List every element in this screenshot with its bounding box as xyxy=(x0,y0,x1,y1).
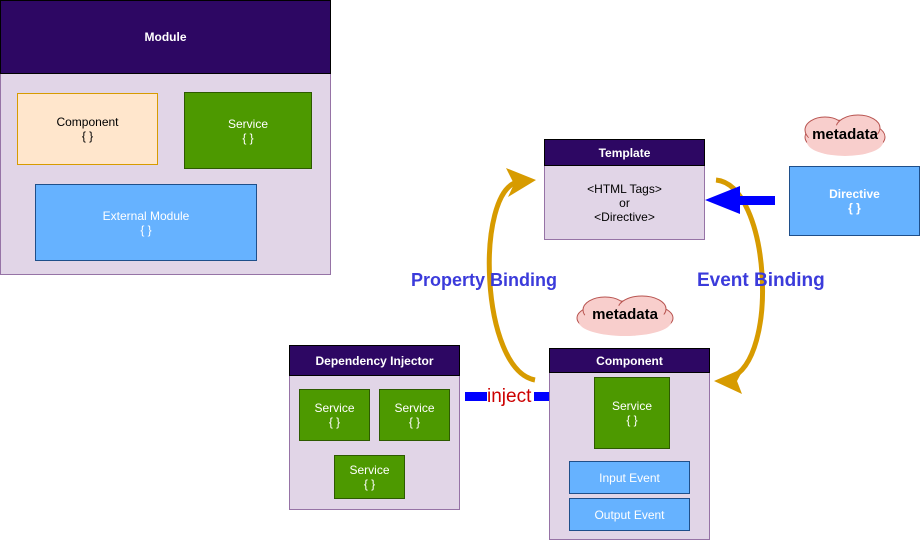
injector-service-1-braces: { } xyxy=(328,415,341,429)
dependency-injector-title: Dependency Injector xyxy=(315,353,434,368)
injector-service-3-label: Service xyxy=(349,463,390,477)
inject-label: inject xyxy=(487,386,532,407)
input-event-label: Input Event xyxy=(599,470,660,485)
module-component-label: Component xyxy=(56,115,119,129)
module-service-label: Service xyxy=(227,116,268,131)
property-binding-label: Property Binding xyxy=(411,270,558,290)
external-module-braces: { } xyxy=(140,222,152,237)
component-service-box[interactable]: Service { } xyxy=(594,377,670,449)
template-line-1: <HTML Tags> xyxy=(587,181,662,196)
injector-service-2-label: Service xyxy=(394,401,435,415)
injector-service-2-braces: { } xyxy=(408,415,421,429)
template-line-2: or xyxy=(619,195,630,210)
template-header: Template xyxy=(544,139,705,166)
external-module-box[interactable]: External Module { } xyxy=(35,184,257,261)
injector-service-3-braces: { } xyxy=(363,477,376,491)
output-event-box[interactable]: Output Event xyxy=(569,498,690,531)
directive-braces: { } xyxy=(848,201,861,215)
metadata-top-label: metadata xyxy=(812,126,878,143)
metadata-mid-label: metadata xyxy=(592,306,658,323)
output-event-label: Output Event xyxy=(594,507,665,522)
component-service-braces: { } xyxy=(626,413,638,427)
module-service-braces: { } xyxy=(242,130,254,145)
metadata-cloud-top xyxy=(804,114,886,156)
component-service-label: Service xyxy=(611,399,652,413)
module-component-braces: { } xyxy=(81,129,94,143)
component-title: Component xyxy=(596,353,663,368)
module-component-box[interactable]: Component { } xyxy=(17,93,158,165)
template-line-3: <Directive> xyxy=(594,209,655,224)
injector-service-1-label: Service xyxy=(314,401,355,415)
input-event-box[interactable]: Input Event xyxy=(569,461,690,494)
module-service-box[interactable]: Service { } xyxy=(184,92,312,169)
event-binding-label: Event Binding xyxy=(697,270,825,291)
metadata-cloud-mid xyxy=(576,295,674,336)
injector-service-3[interactable]: Service { } xyxy=(334,455,405,499)
injector-service-2[interactable]: Service { } xyxy=(379,389,450,441)
directive-box[interactable]: Directive { } xyxy=(789,166,920,236)
component-header: Component xyxy=(549,348,710,373)
external-module-label: External Module xyxy=(102,208,190,223)
template-body[interactable]: <HTML Tags> or <Directive> xyxy=(544,165,705,240)
directive-label: Directive xyxy=(829,187,880,201)
property-binding-arrow xyxy=(486,168,536,383)
directive-to-template-arrow xyxy=(705,186,775,214)
module-header: Module xyxy=(0,0,331,74)
dependency-injector-header: Dependency Injector xyxy=(289,345,460,376)
injector-service-1[interactable]: Service { } xyxy=(299,389,370,441)
module-title: Module xyxy=(144,30,187,44)
template-title: Template xyxy=(598,145,651,160)
